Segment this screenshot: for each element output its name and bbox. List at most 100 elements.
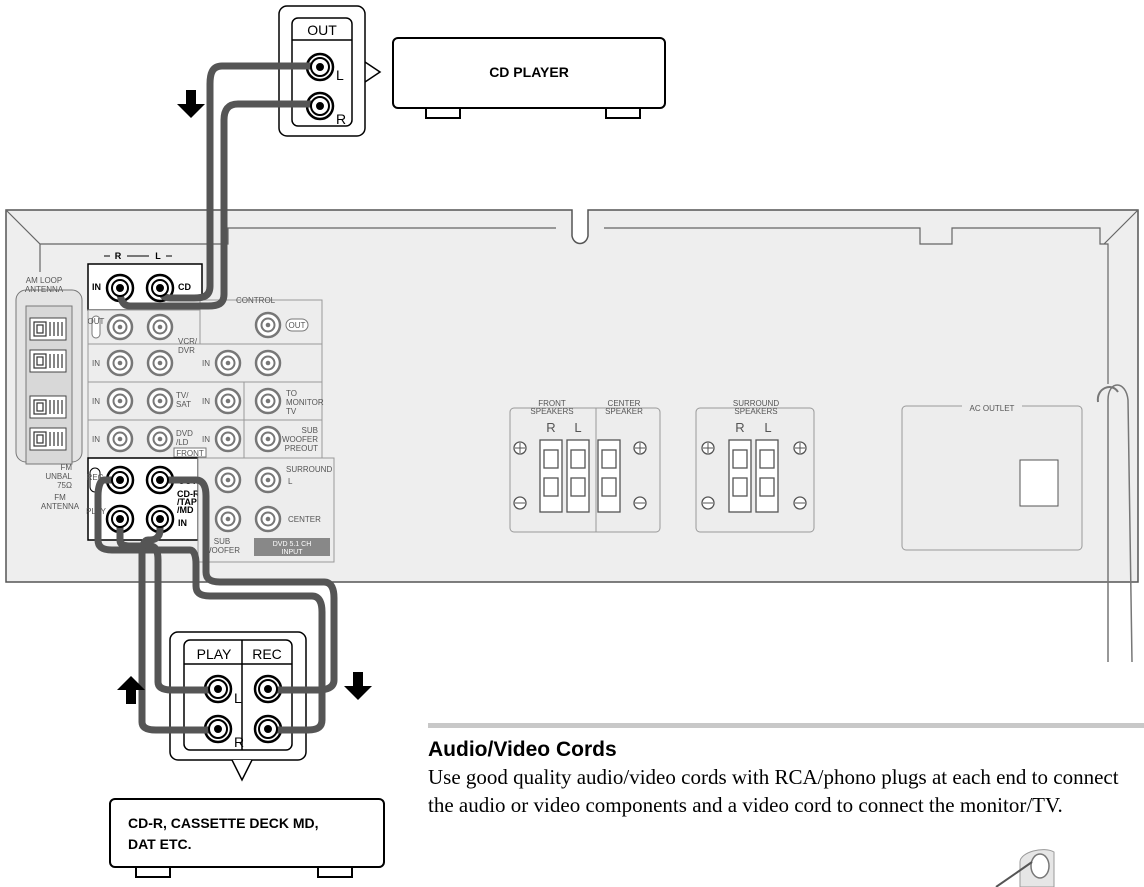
video-out-jack-1 [254,349,282,377]
cd-player: CD PLAYER [392,37,666,119]
surround-speakers-label-1: SURROUND [733,399,779,408]
signal-up-arrow-icon [117,676,145,704]
fm-unbal-label-2: UNBAL [45,472,72,481]
front-spk-r: R [546,420,555,435]
recorder-label-2: DAT ETC. [128,836,192,852]
cd-in-label: IN [92,282,101,292]
fm-antenna-label-1: FM [54,493,66,502]
cd-player-jack-callout: OUT L R [278,5,382,137]
power-cord [1096,384,1133,663]
subwoofer-preout-label-1: SUB [302,426,318,435]
to-monitor-label-1: TO [286,389,297,398]
vcr-dvr-label-2: DVR [178,346,195,355]
cd-out-header: OUT [307,22,337,38]
tv-in-r-jack [106,387,134,415]
subwoofer-in-jack [214,505,242,533]
fm-unbal-label-3: 75Ω [57,481,72,490]
surround-spk-r: R [735,420,744,435]
center-speaker-label-2: SPEAKER [605,407,643,416]
to-monitor-label-2: MONITOR [286,398,324,407]
dvd-in-r-jack [106,425,134,453]
surround-spk-l: L [764,420,771,435]
subwoofer-preout-jack [254,425,282,453]
input-jack-panel: R L IN CD CONTROL OUT OUT VCR/ DVR IN IN… [86,251,335,563]
rec-header: REC [252,646,282,662]
dvd-ld-label-1: DVD [176,429,193,438]
cd-header-l: L [155,251,161,261]
cd-player-label: CD PLAYER [489,64,569,80]
vcr-in-label: IN [92,359,100,368]
tv-sat-label-2: SAT [176,400,191,409]
video-in-label-1: IN [202,359,210,368]
surround-l-jack [254,466,282,494]
signal-down-arrow-icon-2 [344,672,372,700]
monitor-out-jack [254,387,282,415]
front-label: FRONT [176,449,204,458]
audio-video-cords-section: Audio/Video Cords Use good quality audio… [428,737,1144,819]
cd-out-l-label: L [336,67,344,83]
front-speakers-label-2: SPEAKERS [530,407,573,416]
am-loop-label-2: ANTENNA [25,285,64,294]
recorder-jack-callout: PLAY REC L R [169,631,307,782]
vcr-out-l-jack [146,313,174,341]
tape-in-label: IN [178,518,187,528]
dvd-in-label: IN [92,435,100,444]
recorder-device: CD-R, CASSETTE DECK MD, DAT ETC. [109,798,385,878]
cable-plugs [111,57,330,739]
vcr-out-r-jack [106,313,134,341]
am-loop-label-1: AM LOOP [26,276,62,285]
rca-plug-illustration [995,849,1055,887]
tape-label-2: /TAPE [177,497,203,507]
dvd51-label-1: DVD 5.1 CH [273,541,312,548]
control-out-label: OUT [289,321,306,330]
front-center-speaker-terminals: FRONT SPEAKERS CENTER SPEAKER R L [509,399,661,533]
signal-down-arrow-icon [177,90,205,118]
vcr-dvr-label-1: VCR/ [178,337,198,346]
video-in-jack-1 [214,349,242,377]
rec-vertical-label: REC [87,473,104,482]
cd-header-r: R [115,251,122,261]
ac-outlet: AC OUTLET [901,400,1083,551]
surround-speaker-terminals: SURROUND SPEAKERS R L [695,399,815,533]
surround-label: SURROUND [286,465,332,474]
fm-antenna-label-2: ANTENNA [41,502,80,511]
antenna-terminals: AM LOOP ANTENNA FM UNBAL 75Ω FM ANTENNA [15,276,83,511]
center-label: CENTER [288,515,321,524]
subwoofer-preout-label-3: PREOUT [285,444,318,453]
control-jack [254,311,282,339]
sub-woofer-label-2: WOOFER [204,546,240,555]
tape-cable [94,476,338,734]
dvd-in-l-jack [146,425,174,453]
cd-out-r-label: R [336,111,346,127]
surround-speakers-label-2: SPEAKERS [734,407,777,416]
to-monitor-label-3: TV [286,407,297,416]
tape-label-1: CD-R [177,489,200,499]
ac-outlet-label: AC OUTLET [970,404,1015,413]
video-in-label-2: IN [202,397,210,406]
tv-in-l-jack [146,387,174,415]
surround-l-label: L [288,477,293,486]
tape-label-3: /MD [177,505,194,515]
video-in-jack-2 [214,387,242,415]
rec-callout-r-label: R [234,734,244,750]
center-in-jack [254,505,282,533]
tv-in-label: IN [92,397,100,406]
sub-woofer-label-1: SUB [214,537,230,546]
play-header: PLAY [197,646,232,662]
section-title: Audio/Video Cords [428,738,617,761]
video-in-label-3: IN [202,435,210,444]
subwoofer-preout-label-2: WOOFER [282,435,318,444]
recorder-label-1: CD-R, CASSETTE DECK MD, [128,815,319,831]
fm-unbal-label-1: FM [60,463,72,472]
front-speakers-label-1: FRONT [538,399,566,408]
section-body: Use good quality audio/video cords with … [428,765,1119,817]
video-in-jack-3 [214,425,242,453]
front-spk-l: L [574,420,581,435]
vcr-in-l-jack [146,349,174,377]
dvd51-label-2: INPUT [282,549,304,556]
rec-callout-l-label: L [234,690,242,706]
surround-r-jack [214,466,242,494]
cd-label: CD [178,282,191,292]
section-divider [428,723,1144,728]
